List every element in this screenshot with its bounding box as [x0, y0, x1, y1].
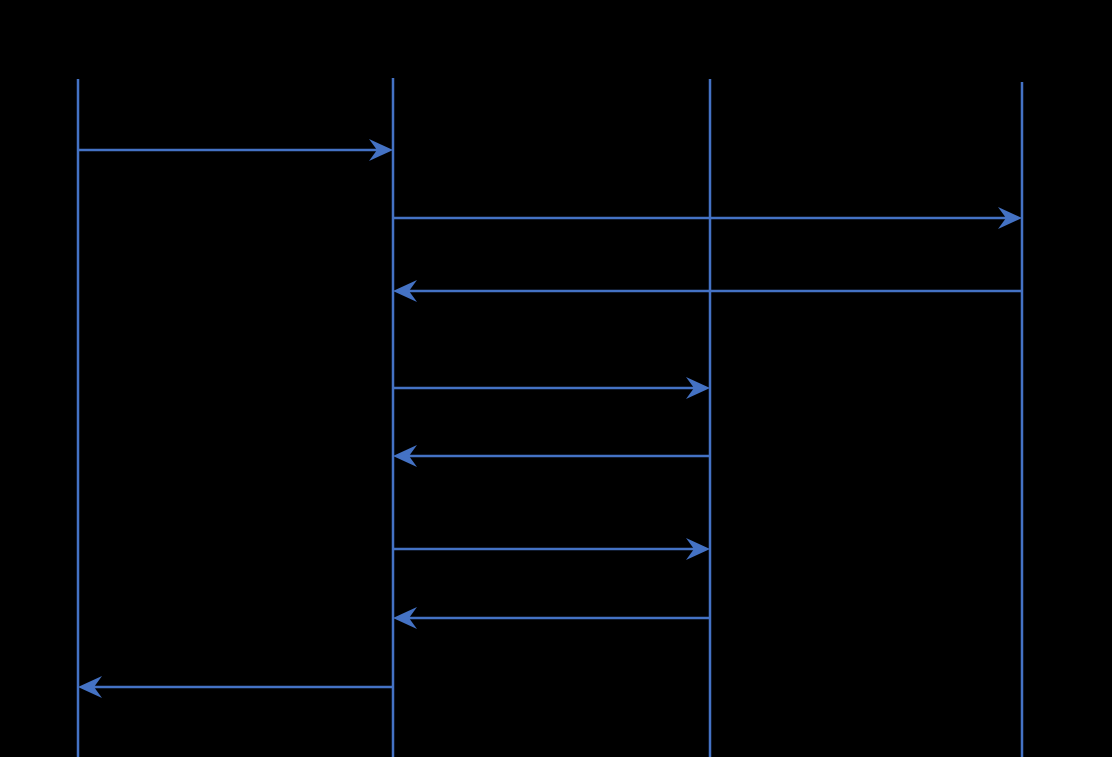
message-5-arrowhead-icon [393, 445, 417, 467]
message-8-arrowhead-icon [78, 676, 102, 698]
message-7-arrowhead-icon [393, 607, 417, 629]
message-4-arrowhead-icon [686, 377, 710, 399]
message-6-arrowhead-icon [686, 538, 710, 560]
message-2-arrowhead-icon [998, 207, 1022, 229]
message-3-arrowhead-icon [393, 280, 417, 302]
message-1-arrowhead-icon [369, 139, 393, 161]
